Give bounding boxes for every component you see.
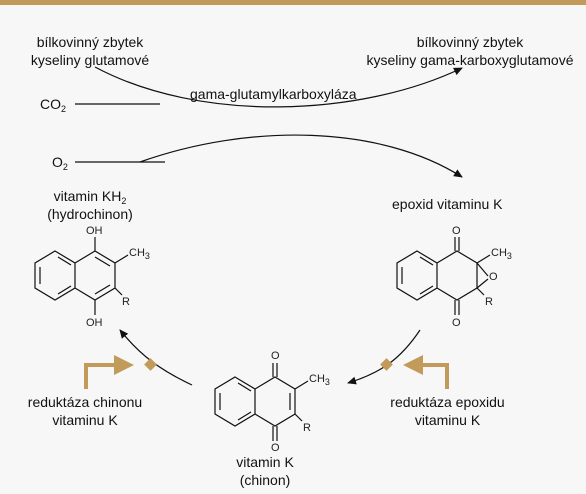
o2-subscript: 2 [62, 162, 68, 172]
o2-label: O2 [52, 153, 68, 172]
quinone-o-top: O [271, 350, 280, 362]
hydroquinone-structure [34, 237, 129, 315]
protein-carboxyglutamate-label: bílkovinný zbytek kyseliny gama-karboxyg… [360, 33, 580, 69]
hydroquinone-oh-bottom: OH [86, 317, 103, 329]
hydroquinone-line1-main: vitamin KH [53, 188, 122, 204]
epoxide-reductase-line1: reduktáza epoxidu [390, 394, 505, 410]
epoxide-reductase-diamond [380, 358, 393, 371]
quinone-line2: (chinon) [239, 472, 291, 488]
epoxide-structure [396, 237, 491, 315]
epoxide-o-top: O [452, 225, 461, 237]
diagram-canvas [34, 66, 491, 441]
epoxide-reductase-arrowhead [403, 355, 423, 375]
epoxide-o-bottom: O [452, 317, 461, 329]
hydroquinone-r: R [122, 296, 130, 308]
quinone-line1: vitamin K [236, 454, 294, 470]
quinone-reductase-line2: vitaminu K [52, 412, 118, 428]
epoxide-methyl-subscript: 3 [506, 251, 512, 261]
carboxylation-arrow [94, 66, 463, 108]
epoxide-r: R [485, 296, 493, 308]
protein-glutamate-line2: kyseliny glutamové [30, 52, 150, 68]
hydroquinone-line1: vitamin KH2 [30, 187, 150, 206]
co2-label: CO2 [40, 95, 67, 114]
epoxide-reduction-arrow [347, 329, 421, 385]
quinone-o-bottom: O [271, 442, 280, 454]
quinone-methyl-subscript: 3 [324, 377, 330, 387]
epoxide-label: epoxid vitaminu K [392, 196, 503, 212]
hydroquinone-line2: (hydrochinon) [47, 206, 133, 222]
carboxylase-enzyme-label: gama-glutamylkarboxyláza [190, 86, 357, 102]
quinone-r: R [303, 422, 311, 434]
hydroquinone-methyl-subscript: 3 [144, 251, 150, 261]
epoxide-methyl: CH3 [491, 247, 512, 261]
protein-carboxyglutamate-line2: kyseliny gama-karboxyglutamové [366, 52, 574, 68]
protein-carboxyglutamate-line1: bílkovinný zbytek [416, 34, 524, 50]
epoxide-reductase-line2: vitaminu K [414, 412, 481, 428]
hydroquinone-methyl-main: CH [129, 247, 145, 259]
quinone-reductase-diamond [144, 358, 157, 371]
quinone-reductase-arrowhead [114, 355, 134, 375]
hydroquinone-oh-top: OH [86, 225, 103, 237]
epoxidation-arrow [139, 134, 463, 178]
quinone-reductase-label: reduktáza chinonu vitaminu K [10, 393, 160, 429]
quinone-reduction-arrow [119, 329, 193, 386]
protein-glutamate-line1: bílkovinný zbytek [36, 34, 144, 50]
quinone-reductase-arrow [84, 363, 116, 389]
quinone-methyl: CH3 [309, 373, 330, 387]
epoxide-o-bridge: O [489, 271, 498, 283]
o2-main: O [52, 154, 63, 170]
hydroquinone-line1-subscript: 2 [121, 196, 127, 206]
epoxide-reductase-arrow [420, 363, 449, 389]
epoxide-reductase-label: reduktáza epoxidu vitaminu K [375, 393, 520, 429]
quinone-label: vitamin K (chinon) [205, 453, 325, 489]
protein-glutamate-label: bílkovinný zbytek kyseliny glutamové [20, 33, 160, 69]
quinone-reductase-line1: reduktáza chinonu [27, 394, 143, 410]
epoxide-methyl-main: CH [491, 247, 507, 259]
co2-main: CO [40, 96, 61, 112]
quinone-structure [214, 363, 309, 441]
co2-subscript: 2 [61, 104, 67, 114]
quinone-methyl-main: CH [309, 373, 325, 385]
hydroquinone-label: vitamin KH2 (hydrochinon) [30, 187, 150, 223]
hydroquinone-methyl: CH3 [129, 247, 150, 261]
